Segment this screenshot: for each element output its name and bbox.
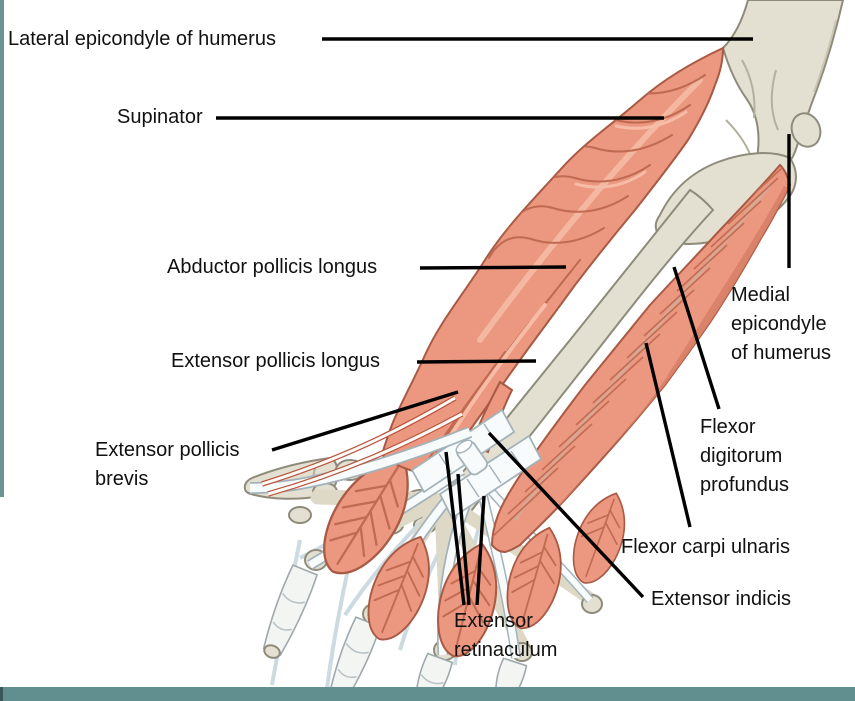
label-extensor-pollicis-brevis: Extensor pollicis brevis <box>95 439 240 490</box>
thumb-tendons <box>249 395 473 497</box>
left-accent-strip <box>0 0 4 497</box>
label-flexor-carpi-ulnaris: Flexor carpi ulnaris <box>621 536 790 558</box>
bottom-accent-bar <box>0 687 855 701</box>
label-abductor-pollicis-longus: Abductor pollicis longus <box>167 256 378 278</box>
label-supinator: Supinator <box>117 106 203 128</box>
label-lateral-epicondyle-of-humerus: Lateral epicondyle of humerus <box>8 28 276 50</box>
label-extensor-retinaculum: Extensor retinaculum <box>454 610 558 661</box>
label-extensor-indicis: Extensor indicis <box>651 588 792 610</box>
bottom-corner-notch <box>0 687 3 701</box>
label-extensor-pollicis-longus: Extensor pollicis longus <box>171 350 380 372</box>
label-medial-epicondyle-of-humerus: Medial epicondyle of humerus <box>731 284 832 364</box>
leader-lines <box>216 37 791 606</box>
label-flexor-digitorum-profundus: Flexor digitorum profundus <box>700 416 789 496</box>
interossei-muscles <box>323 457 626 658</box>
humerus-bone <box>721 0 845 181</box>
